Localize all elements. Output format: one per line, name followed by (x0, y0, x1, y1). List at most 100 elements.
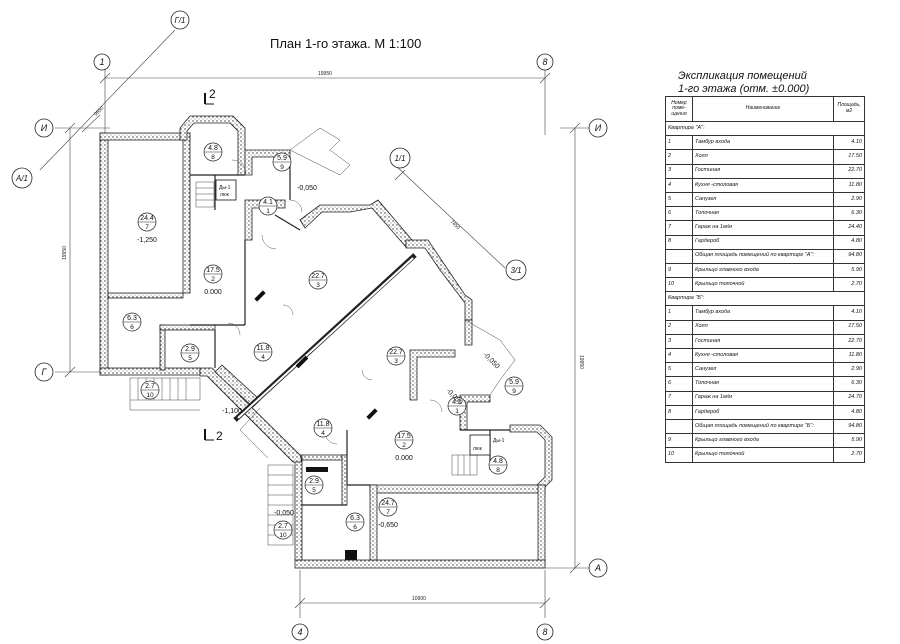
room-area: 4.1 (452, 399, 462, 406)
explication-name: Холл (692, 149, 834, 165)
explication-name: Тамбур входа (692, 135, 834, 151)
room-number: 5 (188, 355, 192, 362)
explication-area: 94.80 (833, 248, 865, 264)
explication-num (665, 248, 693, 264)
section-marks (204, 93, 214, 441)
header-name: Наименование (692, 96, 834, 122)
room-area: 4.8 (208, 145, 218, 152)
explication-area: 6.30 (833, 376, 865, 392)
explication-num: 7 (665, 390, 693, 406)
room-area: 2.9 (185, 346, 195, 353)
room-marker: 24.47-1,250 (137, 212, 157, 244)
room-level: 0.000 (395, 455, 413, 462)
explication-num: 5 (665, 191, 693, 208)
axis-label-bottom-right: 8 (542, 627, 547, 637)
explication-name: Общая площадь помещений по квартире "А": (692, 248, 834, 264)
chimney-boxes (215, 179, 491, 456)
explication-name: Холл (692, 319, 834, 335)
room-area: 2.7 (145, 383, 155, 390)
explication-num: 10 (665, 277, 693, 293)
explication-section-row: Квартира "Б": (665, 291, 865, 307)
explication-name: Санузел (692, 191, 834, 208)
room-marker: 2.710 (273, 520, 293, 540)
room-marker: 22.73 (308, 270, 328, 290)
explication-area: 22.70 (833, 333, 865, 350)
section-mark-bottom: 2 (216, 429, 223, 443)
explication-area: 94.80 (833, 418, 865, 435)
explication-area: 24.40 (833, 220, 865, 236)
explication-name: Тамбур входа (692, 305, 834, 321)
dim-top: 19950 (318, 71, 332, 77)
room-area: 4.1 (263, 199, 273, 206)
room-number: 8 (211, 154, 215, 161)
explication-name: Общая площадь помещений по квартире "Б": (692, 418, 834, 435)
room-marker: 4.11 (447, 396, 467, 416)
room-marker: 4.88 (488, 455, 508, 475)
explication-area: 2.70 (833, 447, 865, 463)
axis-label-bottom-left: 4 (297, 627, 302, 637)
explication-num: 4 (665, 347, 693, 364)
explication-area: 5.90 (833, 262, 865, 279)
explication-area: 17.50 (833, 319, 865, 335)
explication-num: 2 (665, 149, 693, 165)
explication-area: 11.80 (833, 347, 865, 364)
explication-area: 2.70 (833, 277, 865, 293)
room-number: 7 (145, 224, 149, 231)
axis-label-left-diag: А/1 (15, 174, 28, 183)
room-area: 11.8 (316, 421, 329, 428)
explication-header-row: Номер поме- щения Наименование Площадь, … (665, 96, 865, 122)
axis-label-top-left: 1 (99, 57, 104, 67)
room-area: 4.8 (493, 458, 503, 465)
room-number: 1 (455, 408, 459, 415)
explication-name: Топочная (692, 376, 834, 392)
room-area: 5.9 (509, 379, 519, 386)
room-marker: 17.520.000 (203, 264, 223, 296)
axis-label-right-upper: И (595, 123, 602, 133)
header-area: Площадь, м2 (833, 96, 865, 122)
explication-name: Крыльцо топочной (692, 277, 834, 293)
explication-num: 9 (665, 262, 693, 279)
explication-num: 3 (665, 163, 693, 179)
room-area: 22.7 (389, 349, 403, 356)
room-marker: 2.95 (304, 475, 324, 495)
room-number: 9 (280, 164, 284, 171)
explication-area: 6.30 (833, 206, 865, 222)
explication-name: Гостиная (692, 333, 834, 350)
explication-section-label: Квартира "А": (665, 120, 865, 137)
room-number: 4 (321, 430, 325, 437)
room-number: 7 (386, 509, 390, 516)
axis-label-diag-b: 3/1 (510, 266, 521, 275)
explication-title: Экспликация помещений 1-го этажа (отм. ±… (678, 70, 809, 96)
room-number: 10 (279, 532, 287, 539)
explication-area: 2.90 (833, 191, 865, 208)
room-area: 17.5 (206, 267, 220, 274)
room-marker: 5.99 (272, 152, 292, 172)
explication-name: Гараж на 1м/м (692, 390, 834, 406)
explication-area: 2.90 (833, 362, 865, 378)
explication-num: 4 (665, 177, 693, 193)
dim-bottom: 10900 (412, 596, 426, 602)
header-num: Номер поме- щения (665, 96, 693, 122)
room-area: 6.3 (127, 315, 137, 322)
room-number: 2 (402, 442, 406, 449)
explication-num: 3 (665, 333, 693, 350)
explication-num: 5 (665, 362, 693, 378)
dim-diag: 7450 (449, 219, 461, 231)
room-level: -0,650 (378, 522, 398, 529)
explication-name: Топочная (692, 206, 834, 222)
explication-name: Гардероб (692, 404, 834, 420)
room-marker: 4.11 (258, 196, 278, 216)
explication-area: 4.10 (833, 305, 865, 321)
